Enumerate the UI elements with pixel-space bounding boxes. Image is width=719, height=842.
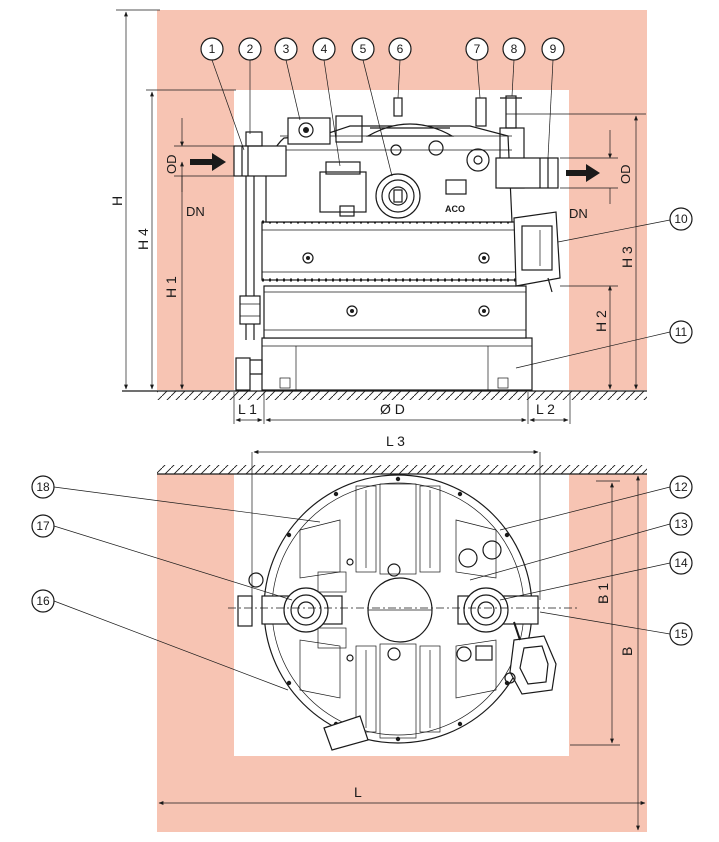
callout-12 (669, 475, 693, 499)
callout-18 (31, 475, 55, 499)
control-box (319, 171, 367, 213)
svg-text:15: 15 (674, 627, 688, 641)
callout-3 (274, 37, 298, 61)
callout-13 (669, 512, 693, 536)
dim-h3: H 3 (619, 246, 635, 268)
svg-text:10: 10 (674, 212, 688, 226)
callout-6 (388, 37, 412, 61)
svg-text:11: 11 (675, 325, 688, 339)
side-dimensions: H H 4 H 1 OD DN H 2 H 3 OD DN (109, 9, 646, 424)
dim-b1: B 1 (595, 583, 611, 604)
top-view: L 3 B 1 B L 12 13 14 15 (31, 433, 693, 832)
svg-text:14: 14 (674, 556, 688, 570)
dim-h4: H 4 (135, 228, 151, 250)
callout-17 (31, 514, 55, 538)
dim-h: H (109, 196, 125, 206)
top-dimensions: L 3 B 1 B L (158, 433, 646, 831)
callout-16 (31, 589, 55, 613)
svg-text:13: 13 (674, 517, 688, 531)
svg-text:17: 17 (36, 519, 50, 533)
manufacturer-logo: ACO (445, 204, 465, 214)
svg-text:16: 16 (36, 594, 50, 608)
dim-l3: L 3 (386, 433, 405, 449)
tank-middle-body (261, 221, 525, 281)
dim-diameter: Ø D (380, 401, 405, 417)
callout-15 (669, 622, 693, 646)
pump-motor-top (504, 621, 557, 695)
svg-text:18: 18 (36, 480, 50, 494)
callout-9 (541, 37, 565, 61)
outlet-pipe (495, 157, 559, 189)
dim-od-inlet: OD (164, 155, 179, 175)
side-floor-hatch (157, 391, 647, 400)
dim-dn-outlet: DN (569, 206, 588, 221)
callout-2 (238, 37, 262, 61)
svg-text:9: 9 (550, 42, 557, 56)
dim-l: L (354, 784, 362, 800)
inlet-arrow (190, 153, 226, 171)
bottom-handle (323, 715, 369, 751)
inspection-opening (375, 173, 421, 219)
svg-text:7: 7 (474, 42, 481, 56)
svg-text:6: 6 (397, 42, 404, 56)
coupling-bottom (239, 295, 261, 325)
side-callouts: 1 2 3 4 5 6 7 8 9 (200, 37, 693, 369)
svg-text:1: 1 (209, 42, 216, 56)
outlet-flange (235, 357, 251, 391)
top-wall-hatch (157, 465, 647, 474)
callout-1 (200, 37, 224, 61)
side-view: ACO H (109, 9, 693, 424)
svg-text:12: 12 (674, 480, 688, 494)
svg-text:8: 8 (511, 42, 518, 56)
callout-11 (669, 320, 693, 344)
callout-14 (669, 551, 693, 575)
callout-4 (312, 37, 336, 61)
callout-5 (351, 37, 375, 61)
dim-l2: L 2 (536, 401, 555, 417)
dim-l1: L 1 (238, 401, 257, 417)
dim-h1: H 1 (163, 276, 179, 298)
svg-text:4: 4 (321, 42, 328, 56)
dim-b: B (619, 647, 635, 656)
callout-10 (669, 207, 693, 231)
pump-motor (513, 211, 561, 287)
svg-text:3: 3 (283, 42, 290, 56)
svg-text:2: 2 (247, 42, 254, 56)
dim-od-outlet: OD (618, 165, 633, 185)
dim-h2: H 2 (593, 310, 609, 332)
outlet-arrow (566, 164, 600, 182)
inlet-pipe (233, 145, 287, 177)
svg-text:5: 5 (360, 42, 367, 56)
callout-8 (502, 37, 526, 61)
callout-7 (465, 37, 489, 61)
top-callouts: 12 13 14 15 16 17 18 (31, 475, 693, 691)
dim-dn-inlet: DN (186, 204, 205, 219)
lid-rim (365, 123, 455, 137)
